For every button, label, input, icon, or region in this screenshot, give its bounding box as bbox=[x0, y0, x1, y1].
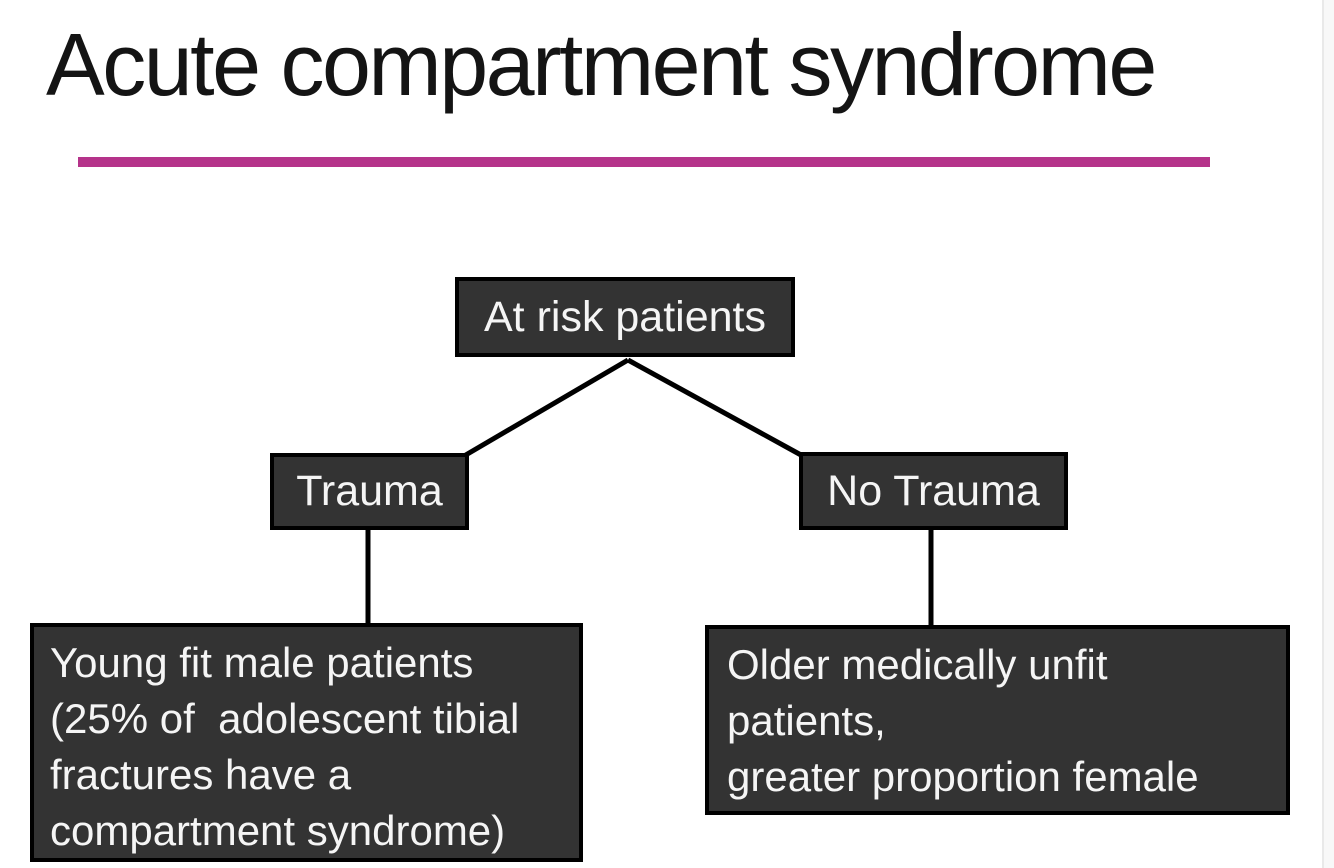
slide-right-edge bbox=[1322, 0, 1334, 868]
node-trauma: Trauma bbox=[270, 453, 469, 530]
node-trauma-detail: Young fit male patients (25% of adolesce… bbox=[30, 623, 583, 862]
edge-root-to-no-trauma bbox=[626, 357, 803, 458]
title-underline bbox=[78, 157, 1210, 167]
node-no-trauma-detail: Older medically unfit patients, greater … bbox=[705, 625, 1290, 815]
edge-root-to-trauma bbox=[462, 357, 630, 459]
node-at-risk-patients: At risk patients bbox=[455, 277, 795, 357]
slide-title: Acute compartment syndrome bbox=[46, 15, 1157, 114]
node-no-trauma: No Trauma bbox=[799, 452, 1068, 530]
